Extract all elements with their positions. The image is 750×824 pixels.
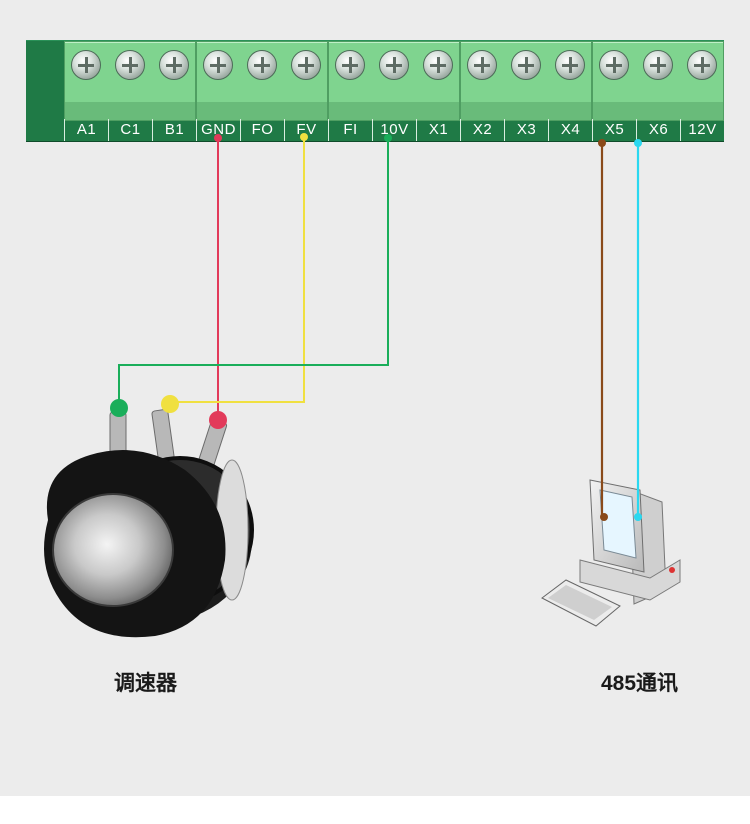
terminal-label-x6: X6 — [636, 119, 680, 141]
terminal-label-b1: B1 — [152, 119, 196, 141]
10v-terminal-dot — [384, 134, 392, 142]
terminal-screw-icon — [687, 50, 717, 80]
10v-pot-dot — [110, 399, 128, 417]
terminal-screw-icon — [599, 50, 629, 80]
10v-wire — [118, 138, 389, 408]
terminal-label-x4: X4 — [548, 119, 592, 141]
terminal-screw-icon — [379, 50, 409, 80]
fv-terminal-dot — [300, 133, 308, 141]
terminal-screw-icon — [115, 50, 145, 80]
terminal-label-c1: C1 — [108, 119, 152, 141]
desktop-computer-icon — [541, 479, 681, 627]
terminal-label-10v: 10V — [372, 119, 416, 141]
terminal-screw-icon — [335, 50, 365, 80]
terminal-screw-icon — [467, 50, 497, 80]
gnd-pot-dot — [209, 411, 227, 429]
terminal-label-fo: FO — [240, 119, 284, 141]
computer-caption: 485通讯 — [601, 672, 679, 695]
terminal-screw-icon — [247, 50, 277, 80]
terminal-screw-icon — [203, 50, 233, 80]
wiring-layer — [44, 133, 681, 638]
terminal-label-gnd: GND — [196, 119, 240, 141]
terminal-screw-icon — [511, 50, 541, 80]
terminal-label-strip: A1 C1 B1 GND FO FV FI 10V X1 X2 X3 X4 X5… — [64, 119, 724, 141]
potentiometer-knob-icon — [44, 409, 254, 638]
terminal-label-x5: X5 — [592, 119, 636, 141]
terminal-screw-icon — [71, 50, 101, 80]
x5-terminal-dot — [598, 139, 606, 147]
fv-wire — [170, 137, 305, 403]
gnd-terminal-dot — [214, 134, 222, 142]
terminal-label-a1: A1 — [64, 119, 108, 141]
terminal-screw-icon — [555, 50, 585, 80]
terminal-label-12v: 12V — [680, 119, 724, 141]
x6-pc-dot — [634, 513, 642, 521]
x5-pc-dot — [600, 513, 608, 521]
potentiometer-caption: 调速器 — [114, 672, 177, 695]
terminal-board: A1 C1 B1 GND FO FV FI 10V X1 X2 X3 X4 X5… — [26, 40, 724, 142]
terminal-label-x3: X3 — [504, 119, 548, 141]
terminal-label-fi: FI — [328, 119, 372, 141]
fv-pot-dot — [161, 395, 179, 413]
terminal-label-fv: FV — [284, 119, 328, 141]
terminal-screw-icon — [291, 50, 321, 80]
terminal-label-x2: X2 — [460, 119, 504, 141]
terminal-screw-icon — [643, 50, 673, 80]
terminal-label-x1: X1 — [416, 119, 460, 141]
x6-terminal-dot — [634, 139, 642, 147]
terminal-screw-icon — [159, 50, 189, 80]
wiring-diagram: A1 C1 B1 GND FO FV FI 10V X1 X2 X3 X4 X5… — [0, 0, 750, 796]
terminal-screw-icon — [423, 50, 453, 80]
